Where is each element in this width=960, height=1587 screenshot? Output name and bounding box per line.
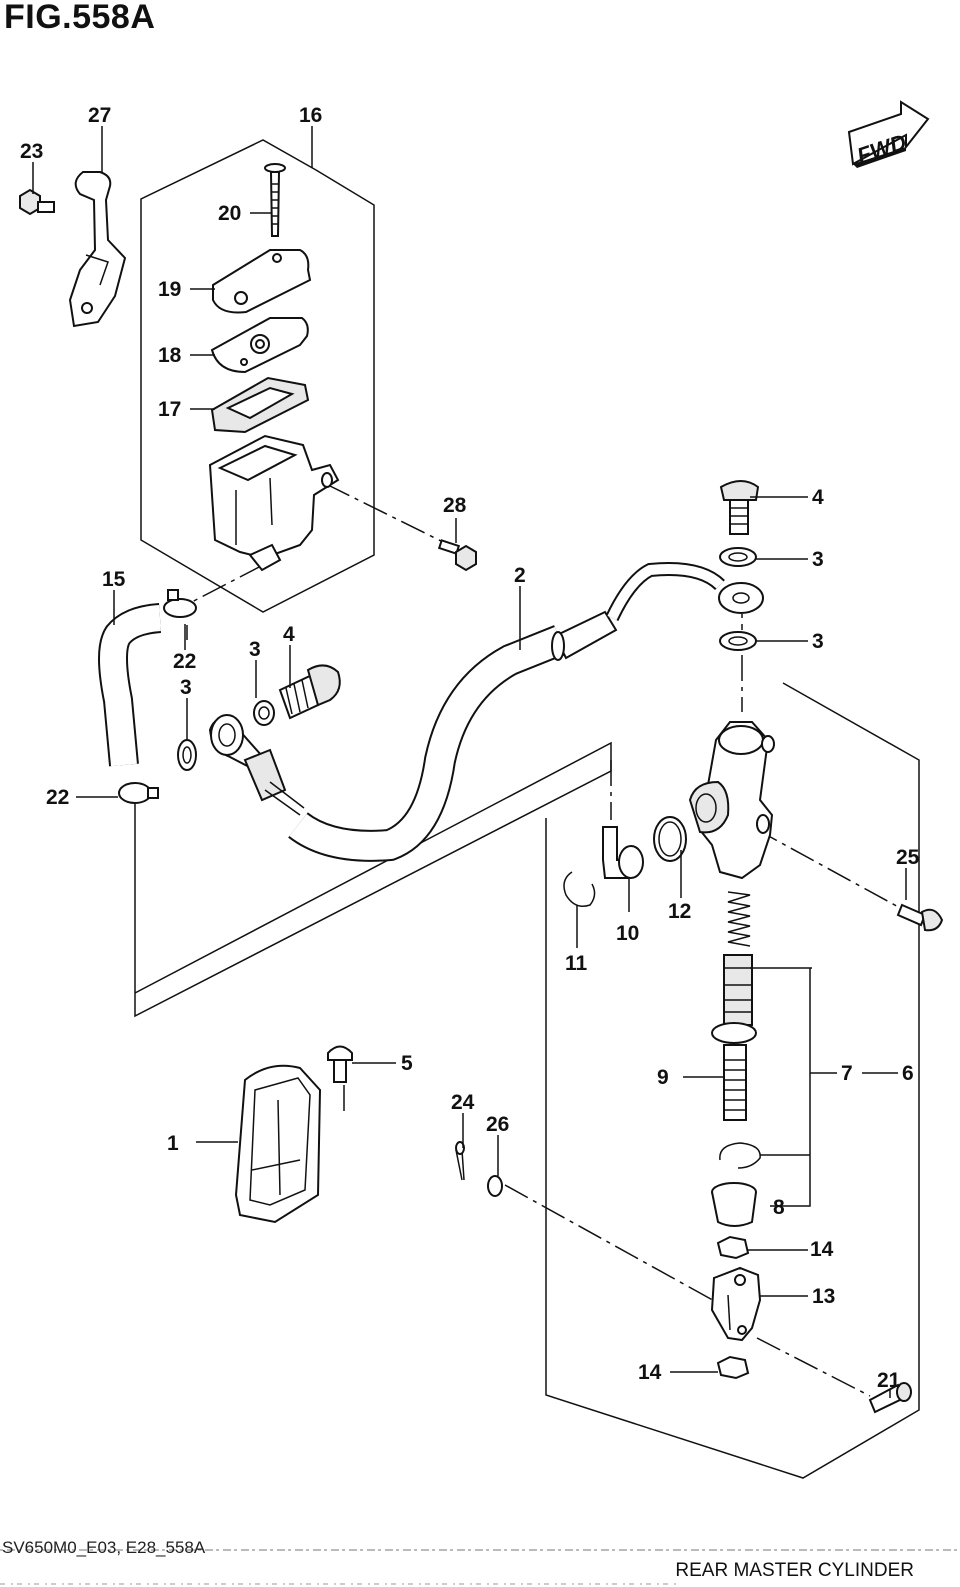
callout-12: 12 [668,900,691,923]
figure-code: SV650M0_E03, E28_558A [2,1538,206,1557]
callout-23: 23 [20,140,43,163]
callout-24: 24 [451,1091,475,1114]
callout-7: 7 [841,1062,853,1085]
callout-21: 21 [877,1369,901,1392]
reservoir-body [208,434,340,572]
reservoir-hose [98,603,162,767]
screw-20 [264,163,286,237]
fwd-arrow-icon: FWD [847,100,930,168]
callout-2: 2 [514,564,526,587]
circlip-8 [719,1142,761,1169]
diaphragm [210,376,310,434]
callout-19: 19 [158,278,181,301]
callout-6: 6 [902,1062,914,1085]
bracket-part [68,171,127,328]
bolt-23 [19,188,55,216]
callout-16: 16 [299,104,322,127]
figure-name: REAR MASTER CYLINDER [675,1560,914,1581]
callout-10: 10 [616,922,639,945]
diaphragm-plate [210,317,309,374]
callout-3-right-a: 3 [812,548,824,571]
cover-1 [234,1064,322,1224]
washer-right-a [719,547,757,567]
circlip-11 [563,871,596,907]
callout-13: 13 [812,1285,835,1308]
master-cylinder-body [688,721,775,880]
callout-3-left-b: 3 [249,638,261,661]
callout-4-right: 4 [812,486,824,509]
spring-7 [727,891,751,947]
reservoir-cap [212,249,312,314]
washer-left-b [253,700,275,726]
hose-clamp-lower [118,782,159,804]
bolt-28 [437,539,477,572]
callout-15: 15 [102,568,126,591]
callout-25: 25 [896,846,920,869]
washer-left-a [177,739,197,771]
callout-18: 18 [158,344,182,367]
callout-26: 26 [486,1113,509,1136]
callout-22-upper: 22 [173,650,196,673]
callout-20: 20 [218,202,241,225]
push-rod-9 [711,1022,757,1121]
callout-labels: 16 27 23 20 19 18 17 28 4 3 3 2 15 22 3 … [20,104,920,1392]
callout-28: 28 [443,494,467,517]
bolt-25 [896,903,944,932]
pin-21 [868,1382,912,1414]
hose-connector [602,826,644,879]
callout-3-left-a: 3 [180,676,192,699]
reservoir-group-outline [140,139,375,613]
figure-title: FIG.558A [4,0,156,36]
callout-14-upper: 14 [810,1238,834,1261]
washer-right-b [719,631,757,651]
callout-9: 9 [657,1066,669,1089]
clevis-13 [710,1266,762,1342]
callout-22-lower: 22 [46,786,69,809]
callout-8: 8 [773,1196,785,1219]
nut-upper [716,1235,750,1260]
callout-5: 5 [401,1052,413,1075]
master-cylinder-group-outline [545,682,920,1479]
callout-3-right-b: 3 [812,630,824,653]
union-bolt-left [278,664,341,720]
callout-17: 17 [158,398,181,421]
brake-hose [208,562,764,862]
callout-4-left: 4 [283,623,295,646]
callout-11: 11 [565,952,588,975]
boot-8 [711,1182,757,1227]
hose-clamp-upper [163,589,197,618]
union-bolt-right [719,480,760,535]
screw-5 [327,1045,353,1083]
callout-14-lower: 14 [638,1361,662,1384]
cotter-pin-24 [455,1141,465,1181]
hose-route-line [134,741,612,1018]
washer-26 [487,1175,503,1197]
callout-1: 1 [167,1132,179,1155]
callout-27: 27 [88,104,111,127]
nut-lower [716,1355,750,1380]
piston-7 [723,954,753,1026]
